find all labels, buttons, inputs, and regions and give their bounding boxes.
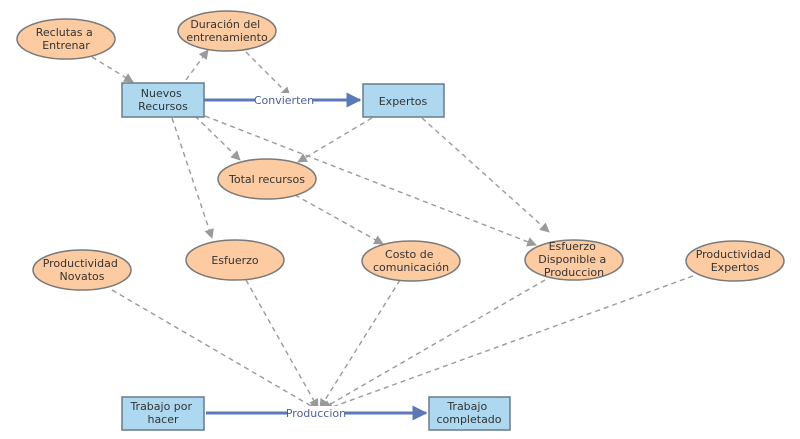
variable-reclutas-line2: Entrenar — [42, 39, 90, 52]
stock-nuevos-recursos[interactable]: Nuevos Recursos — [121, 82, 205, 118]
flow-convierten-label: Convierten — [254, 94, 314, 107]
svg-text:Trabajo completado: Trabajo completado — [436, 400, 501, 426]
flow-produccion-label: Produccion — [286, 407, 346, 420]
svg-text:Costo de comunicación: Costo de comunicación — [373, 248, 449, 274]
link-esfuerzo-to-produccion — [245, 279, 319, 409]
variable-total-recursos-label: Total recursos — [228, 173, 305, 186]
svg-text:Esfuerzo Disponible a: Esfuerzo Disponible a Produccion — [538, 240, 610, 279]
variable-reclutas-a-entrenar[interactable]: Reclutas a Entrenar — [16, 18, 116, 60]
stock-trabajo-completado-line2: completado — [436, 413, 501, 426]
link-costo-to-produccion — [319, 279, 401, 409]
link-expertos-prod-to-produccion — [323, 275, 694, 412]
variable-duracion-line2: entrenamiento — [186, 31, 268, 44]
variable-productividad-novatos[interactable]: Productividad Novatos — [32, 249, 132, 291]
link-reclutas-to-nuevos — [91, 56, 134, 83]
variable-esfuerzo-disp-line1: Esfuerzo — [549, 240, 597, 253]
svg-text:Duración del entrenami: Duración del entrenamiento — [186, 18, 268, 44]
link-nuevos-to-total — [194, 115, 241, 161]
variable-esfuerzo-label: Esfuerzo — [211, 254, 259, 267]
svg-text:Trabajo por hacer: Trabajo por hacer — [129, 400, 195, 426]
link-novatos-to-produccion — [111, 289, 319, 411]
variable-total-recursos[interactable]: Total recursos — [217, 158, 317, 200]
link-duracion-to-convierten — [245, 51, 291, 97]
variable-expertos-prod-line1: Productividad — [696, 248, 771, 261]
stock-nuevos-recursos-line1: Nuevos — [141, 87, 182, 100]
variable-costo-line1: Costo de — [385, 248, 434, 261]
variable-reclutas-line1: Reclutas a — [36, 26, 93, 39]
stock-trabajo-completado-line1: Trabajo — [446, 400, 487, 413]
variable-costo-line2: comunicación — [373, 261, 449, 274]
variable-esfuerzo-disponible[interactable]: Esfuerzo Disponible a Produccion — [524, 239, 624, 281]
variable-duracion-entrenamiento[interactable]: Duración del entrenamiento — [177, 10, 277, 52]
variable-costo-comunicacion[interactable]: Costo de comunicación — [361, 240, 461, 282]
stock-expertos[interactable]: Expertos — [362, 83, 445, 118]
svg-text:Productividad Novatos: Productividad Novatos — [43, 257, 122, 283]
variable-expertos-prod-line2: Expertos — [711, 261, 760, 274]
svg-text:Reclutas a Entrenar: Reclutas a Entrenar — [36, 26, 97, 52]
variable-esfuerzo[interactable]: Esfuerzo — [185, 239, 285, 281]
svg-text:Productividad Expertos: Productividad Expertos — [696, 248, 775, 274]
link-esfuerzo-disponible-to-produccion — [321, 279, 546, 410]
stock-trabajo-por-hacer-line2: hacer — [147, 413, 179, 426]
stock-trabajo-por-hacer-line1: Trabajo por — [129, 400, 192, 413]
svg-text:Nuevos Recursos: Nuevos Recursos — [138, 87, 188, 113]
stock-nuevos-recursos-line2: Recursos — [138, 100, 188, 113]
stock-expertos-label: Expertos — [379, 95, 428, 108]
stock-trabajo-completado[interactable]: Trabajo completado — [428, 396, 511, 431]
link-nuevos-to-duracion — [185, 49, 209, 81]
variable-duracion-line1: Duración del — [190, 18, 260, 31]
variable-productividad-expertos[interactable]: Productividad Expertos — [685, 240, 785, 282]
variable-esfuerzo-disp-line2: Disponible a — [538, 253, 606, 266]
link-expertos-to-esfuerzo-disponible — [421, 117, 550, 233]
stock-trabajo-por-hacer[interactable]: Trabajo por hacer — [121, 396, 205, 431]
link-total-to-costo — [294, 194, 384, 245]
variable-novatos-line1: Productividad — [43, 257, 118, 270]
flow-produccion-label-bg — [287, 406, 345, 420]
link-expertos-to-total — [297, 117, 373, 163]
flow-convierten-label-bg — [255, 93, 313, 107]
link-nuevos-to-esfuerzo — [171, 117, 214, 239]
variable-novatos-line2: Novatos — [60, 270, 105, 283]
variable-esfuerzo-disp-line3: Produccion — [544, 266, 604, 279]
